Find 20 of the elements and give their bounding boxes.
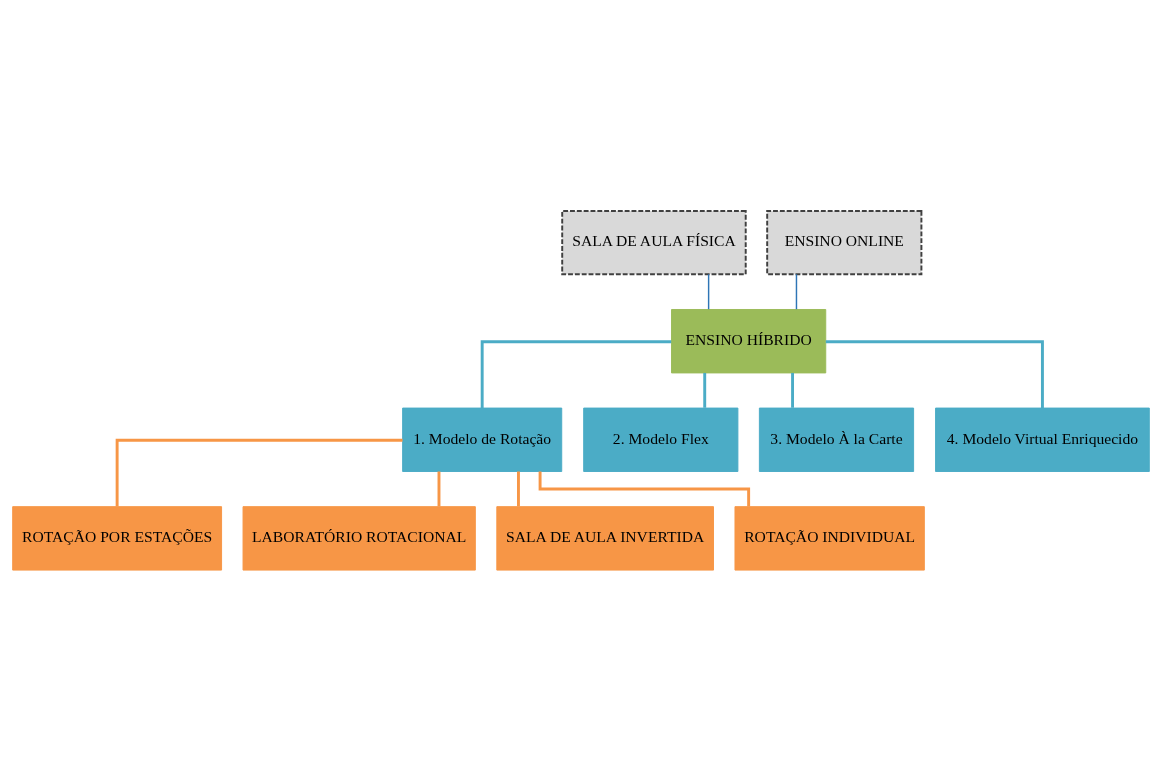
connector	[517, 471, 520, 506]
connector	[707, 273, 710, 310]
node-box: 4. Modelo Virtual Enriquecido	[935, 407, 1150, 472]
connector	[437, 471, 441, 506]
connector	[791, 372, 795, 408]
node-box: LABORATÓRIO ROTACIONAL	[242, 505, 476, 571]
connector	[795, 273, 798, 310]
connector	[825, 339, 1044, 408]
node-box: SALA DE AULA FÍSICA	[561, 209, 747, 275]
node-box: ENSINO ONLINE	[766, 209, 923, 275]
node-box: 3. Modelo À la Carte	[758, 407, 915, 472]
connector	[480, 339, 672, 408]
node-box: 1. Modelo de Rotação	[402, 407, 563, 472]
node-box: ROTAÇÃO INDIVIDUAL	[734, 505, 925, 571]
connector	[703, 372, 707, 408]
node-box: 2. Modelo Flex	[583, 407, 739, 472]
connector	[115, 438, 403, 506]
node-box: ROTAÇÃO POR ESTAÇÕES	[12, 505, 223, 571]
node-box: ENSINO HÍBRIDO	[671, 308, 827, 373]
node-box: SALA DE AULA INVERTIDA	[496, 505, 714, 571]
